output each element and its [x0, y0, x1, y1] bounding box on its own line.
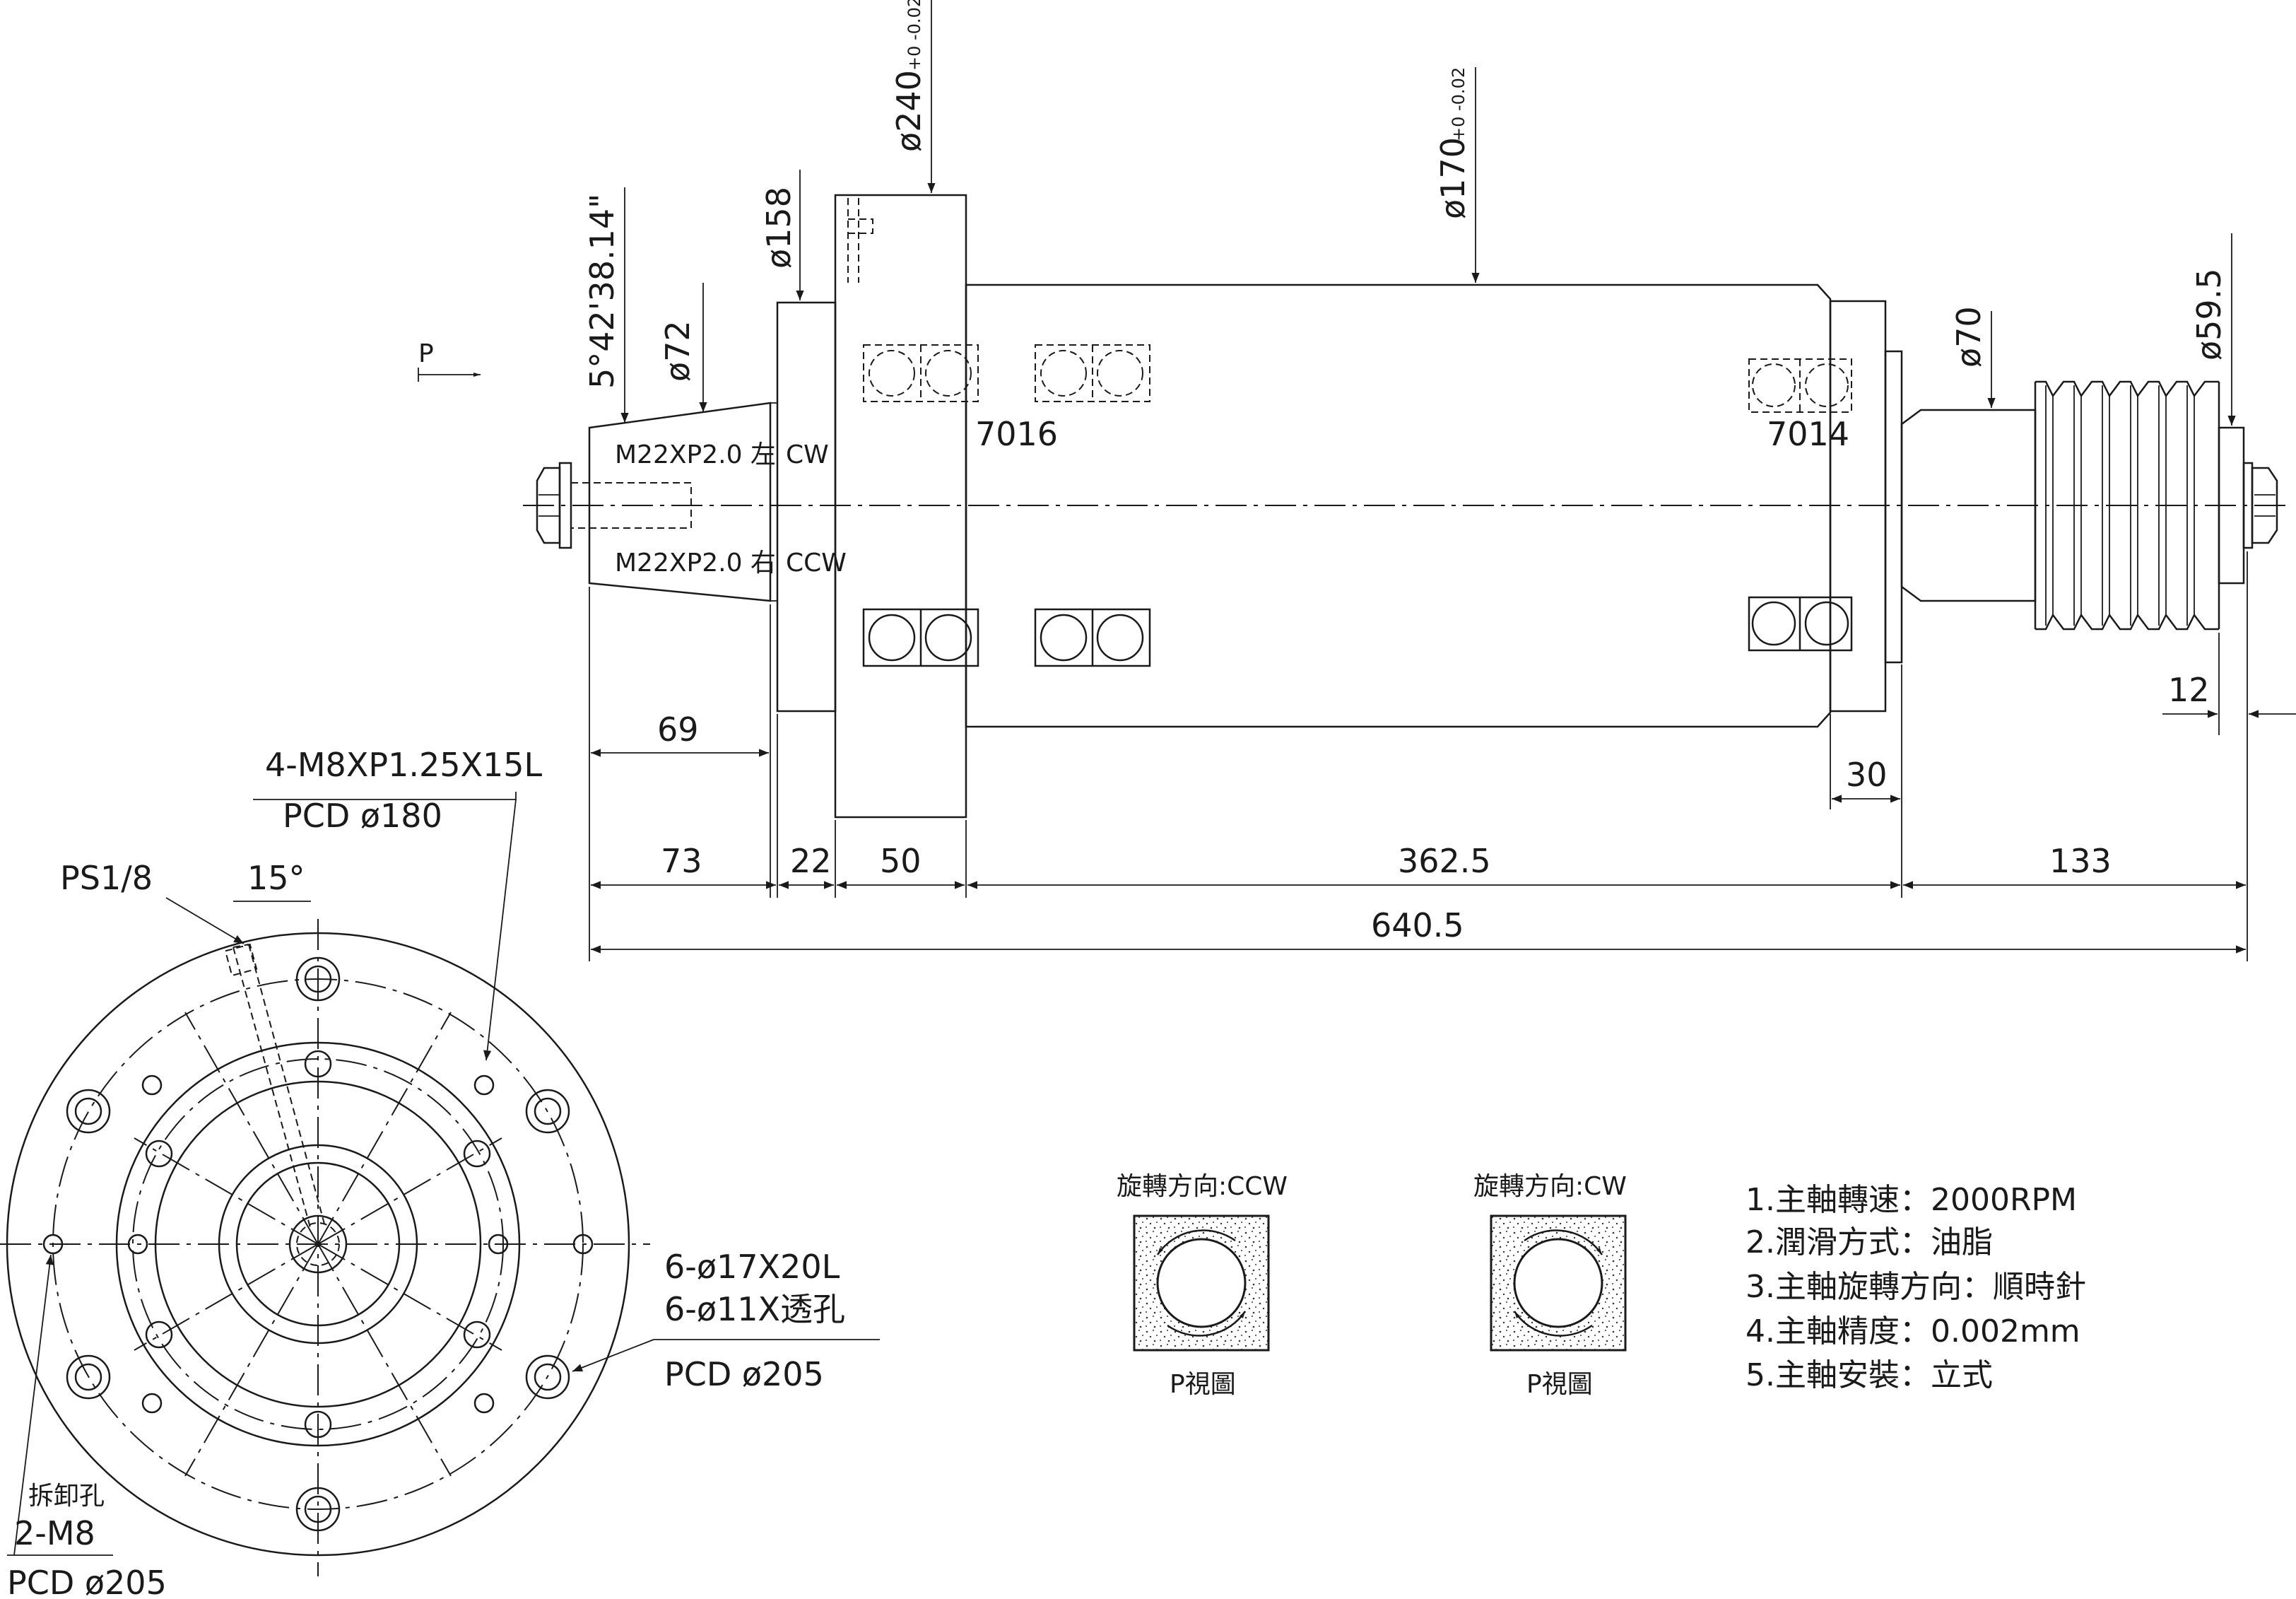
bearing-label-7016: 7016: [975, 415, 1058, 453]
rotation-title-ccw: 旋轉方向:CCW: [1117, 1172, 1288, 1201]
flange-removal-holes: [42, 1234, 594, 1255]
dim-len-73: 73: [661, 842, 702, 880]
rotation-label-cw: CW: [786, 440, 829, 469]
rotation-caption-ccw: P視圖: [1170, 1370, 1236, 1399]
thread-label-ccw: M22XP2.0 右: [615, 549, 776, 578]
callout-removal-pcd: PCD ø205: [7, 1564, 167, 1599]
dim-dia-72: ø72: [659, 320, 697, 382]
spindle-side-view: M22XP2.0 左 CW M22XP2.0 右 CCW 7016 7014 P…: [418, 0, 2296, 961]
rear-nut: [2242, 462, 2278, 549]
callout-holes-2: 6-ø11X透孔: [664, 1290, 845, 1328]
note-2: 2.潤滑方式：油脂: [1745, 1224, 1993, 1260]
dim-len-640-5: 640.5: [1371, 906, 1464, 944]
callout-tapped-pcd: PCD ø180: [283, 797, 442, 835]
bearing-rear-bottom: [1748, 596, 1853, 652]
bearing-front-bottom-1: [862, 608, 979, 667]
section-dia-158: [776, 301, 837, 713]
dim-len-50: 50: [880, 842, 922, 880]
flange-outer-circle: [6, 932, 630, 1557]
front-thread-shaft: [570, 482, 692, 529]
taper-angle-label: 5°42'38.14": [583, 194, 621, 389]
view-marker-p: P: [418, 339, 481, 382]
callout-removal: 拆卸孔: [28, 1482, 105, 1511]
dim-dia-158: ø158: [760, 187, 798, 269]
dim-len-30: 30: [1846, 756, 1888, 794]
rotation-label-ccw: CCW: [786, 549, 847, 578]
dim-len-133: 133: [2049, 842, 2112, 880]
flange-front-view: 4-M8XP1.25X15L PCD ø180 PS1/8 15° 6-ø17X…: [0, 746, 880, 1599]
dim-dia-59-5: ø59.5: [2190, 268, 2228, 361]
dim-len-22: 22: [790, 842, 832, 880]
bearing-rear-top: [1748, 358, 1852, 413]
callout-holes-pcd: PCD ø205: [664, 1355, 824, 1393]
rotation-caption-cw: P視圖: [1526, 1370, 1593, 1399]
dim-dia-170-tol: +0 -0.02: [1449, 67, 1468, 141]
rear-step-2: [1884, 350, 1903, 664]
dim-dia-240-tol: +0 -0.02: [905, 0, 924, 71]
dim-len-69: 69: [657, 710, 699, 749]
callout-tapped-holes: 4-M8XP1.25X15L: [265, 746, 543, 784]
note-4: 4.主軸精度：0.002mm: [1745, 1313, 2080, 1349]
note-1: 1.主軸轉速：2000RPM: [1745, 1182, 2077, 1218]
dim-dia-240: ø240: [890, 70, 928, 152]
rotation-title-cw: 旋轉方向:CW: [1473, 1172, 1627, 1201]
dim-len-362-5: 362.5: [1398, 842, 1491, 880]
bearing-label-7014: 7014: [1767, 415, 1849, 453]
svg-text:P: P: [418, 339, 434, 368]
flange-holes-outer: [66, 956, 570, 1532]
note-5: 5.主軸安裝：立式: [1745, 1357, 1993, 1393]
callout-port: PS1/8: [60, 859, 153, 897]
bearing-front-top-2: [1035, 344, 1150, 402]
flange-holes-inner: [145, 1050, 491, 1439]
dim-len-12: 12: [2168, 671, 2210, 709]
bearing-front-bottom-2: [1034, 608, 1151, 667]
spec-notes: 1.主軸轉速：2000RPM 2.潤滑方式：油脂 3.主軸旋轉方向：順時針 4.…: [1745, 1182, 2086, 1393]
callout-removal-size: 2-M8: [14, 1514, 95, 1552]
dim-dia-70: ø70: [1950, 306, 1988, 368]
note-3: 3.主軸旋轉方向：順時針: [1745, 1269, 2086, 1305]
dim-dia-170: ø170: [1434, 137, 1472, 219]
rotation-view-cw: 旋轉方向:CW P視圖: [1473, 1172, 1627, 1399]
bearing-front-top-1: [863, 344, 979, 402]
main-body-dia-170: [965, 283, 1832, 728]
callout-holes-1: 6-ø17X20L: [664, 1248, 840, 1286]
rotation-view-ccw: 旋轉方向:CCW P視圖: [1117, 1172, 1288, 1399]
thread-label-cw: M22XP2.0 左: [615, 440, 776, 469]
callout-angle: 15°: [247, 859, 305, 897]
